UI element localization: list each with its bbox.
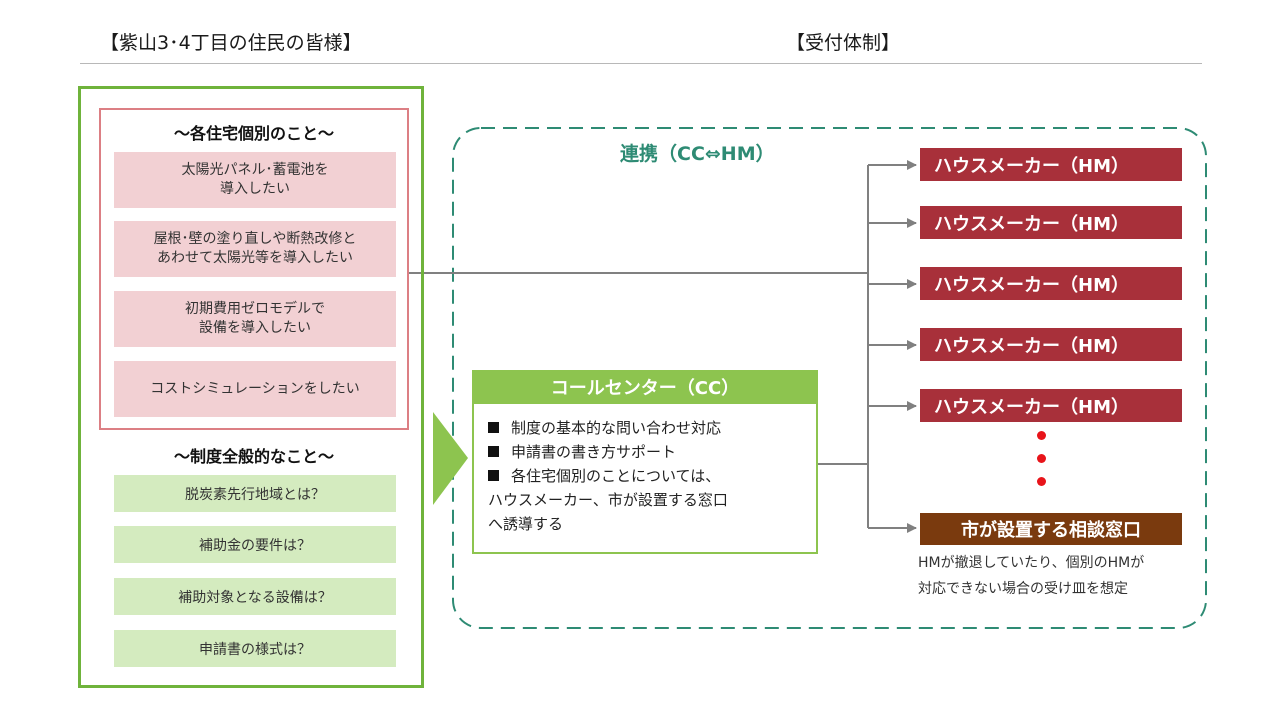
cc-bullet-continuation: へ誘導する <box>488 515 564 533</box>
general-matters-title: ～制度全般的なこと～ <box>173 447 334 466</box>
residents-panel <box>78 86 424 688</box>
individual-item: 初期費用ゼロモデルで 設備を導入したい <box>114 291 396 347</box>
call-center-title: コールセンター（CC） <box>472 370 818 404</box>
reception-header: 【受付体制】 <box>786 32 901 54</box>
cc-bullet-continuation: ハウスメーカー、市が設置する窓口 <box>488 491 728 509</box>
general-item: 補助対象となる設備は？ <box>114 578 396 615</box>
house-maker-box: ハウスメーカー（HM） <box>920 328 1182 361</box>
individual-item: コストシミュレーションをしたい <box>114 361 396 417</box>
house-maker-box: ハウスメーカー（HM） <box>920 267 1182 300</box>
individual-item: 屋根･壁の塗り直しや断熱改修と あわせて太陽光等を導入したい <box>114 221 396 277</box>
individual-matters-box <box>99 108 409 430</box>
ellipsis-dot-icon <box>1037 454 1046 463</box>
general-item: 補助金の要件は？ <box>114 526 396 563</box>
house-maker-box: ハウスメーカー（HM） <box>920 148 1182 181</box>
cooperation-label: 連携（CC⇔HM） <box>620 143 775 165</box>
general-item: 脱炭素先行地域とは？ <box>114 475 396 512</box>
bullet-square-icon <box>488 470 499 481</box>
cooperation-dashed-frame <box>452 127 1207 629</box>
header-divider <box>80 63 1202 64</box>
bullet-square-icon <box>488 422 499 433</box>
green-arrow-icon <box>433 412 468 505</box>
cc-bullet: 各住宅個別のことについては、 <box>488 464 806 488</box>
individual-matters-title: ～各住宅個別のこと～ <box>173 124 334 143</box>
ellipsis-dot-icon <box>1037 431 1046 440</box>
cc-bullet: 申請書の書き方サポート <box>488 440 806 464</box>
residents-header: 【紫山3･4丁目の住民の皆様】 <box>100 32 362 54</box>
call-center-box: 制度の基本的な問い合わせ対応 申請書の書き方サポート 各住宅個別のことについては… <box>472 404 818 554</box>
bullet-square-icon <box>488 446 499 457</box>
cc-bullet: 制度の基本的な問い合わせ対応 <box>488 416 806 440</box>
general-item: 申請書の様式は？ <box>114 630 396 667</box>
individual-item: 太陽光パネル･蓄電池を 導入したい <box>114 152 396 208</box>
city-consultation-window: 市が設置する相談窓口 <box>920 513 1182 545</box>
house-maker-box: ハウスメーカー（HM） <box>920 206 1182 239</box>
city-window-note: HMが撤退していたり、個別のHMが 対応できない場合の受け皿を想定 <box>918 555 1145 597</box>
ellipsis-dot-icon <box>1037 477 1046 486</box>
house-maker-box: ハウスメーカー（HM） <box>920 389 1182 422</box>
